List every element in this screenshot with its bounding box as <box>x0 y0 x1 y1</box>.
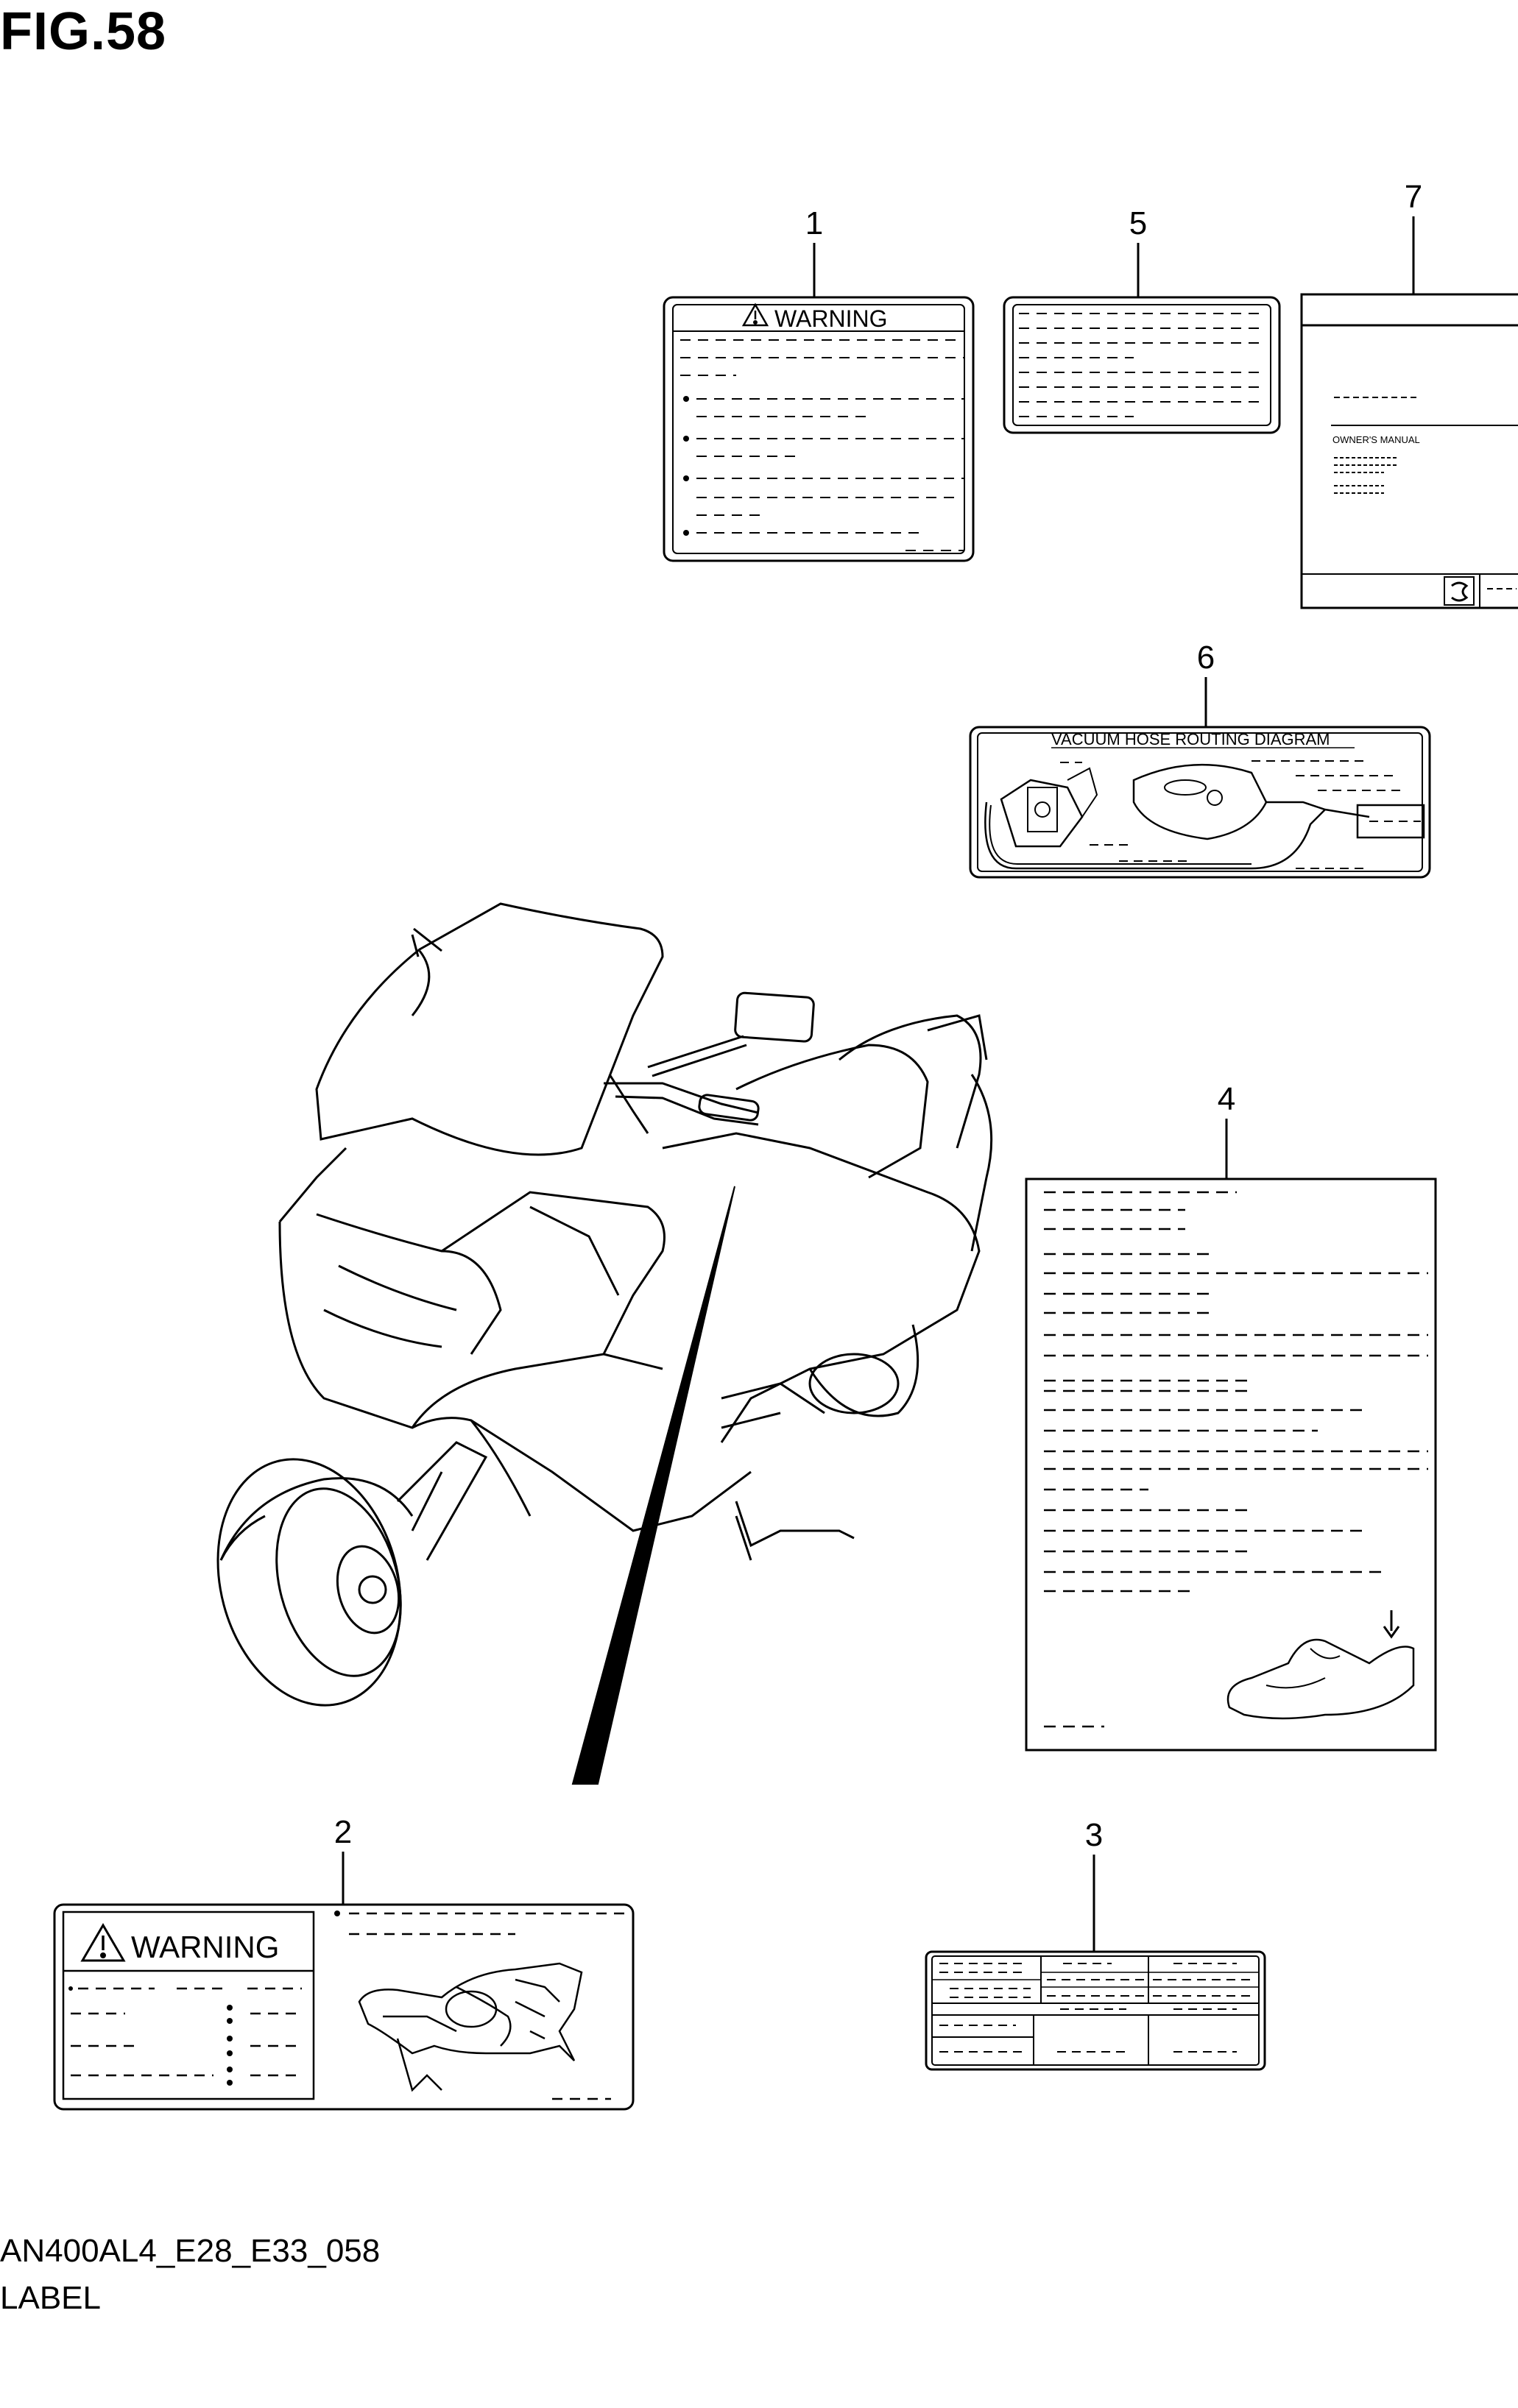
callout-1: 1 <box>805 205 823 297</box>
diagram-heading: VACUUM HOSE ROUTING DIAGRAM <box>1051 730 1330 748</box>
callout-number: 2 <box>334 1814 352 1850</box>
callout-number: 6 <box>1197 640 1215 676</box>
warning-triangle-icon <box>80 1923 126 1962</box>
callout-6: 6 <box>1197 640 1215 727</box>
callout-number: 3 <box>1085 1817 1103 1853</box>
callout-2: 2 <box>334 1814 352 1905</box>
label-3-table <box>925 1950 1266 2071</box>
warning-label-2: WARNING <box>53 1903 635 2111</box>
vacuum-hose-label: VACUUM HOSE ROUTING DIAGRAM <box>969 726 1431 879</box>
figure-title: FIG.58 <box>0 2 167 61</box>
down-arrow-icon <box>1383 1610 1400 1639</box>
callout-4: 4 <box>1218 1081 1235 1179</box>
callout-number: 4 <box>1218 1081 1235 1117</box>
callout-number: 5 <box>1129 205 1147 241</box>
scooter-illustration <box>216 902 993 1707</box>
label-4 <box>1025 1178 1437 1752</box>
warning-heading: WARNING <box>774 305 887 332</box>
callout-3: 3 <box>1085 1817 1103 1952</box>
callout-number: 1 <box>805 205 823 241</box>
warning-triangle-icon <box>741 302 769 327</box>
owners-manual: OWNER'S MANUAL <box>1300 293 1518 609</box>
callout-7: 7 <box>1405 179 1422 294</box>
diagram-caption: LABEL <box>0 2280 101 2316</box>
callout-number: 7 <box>1405 179 1422 215</box>
pointer-wedge <box>571 1186 735 1785</box>
callout-5: 5 <box>1129 205 1147 297</box>
owners-manual-title: OWNER'S MANUAL <box>1332 434 1420 445</box>
diagram-code: AN400AL4_E28_E33_058 <box>0 2233 381 2269</box>
warning-heading: WARNING <box>131 1930 279 1964</box>
label-5 <box>1003 296 1281 434</box>
warning-label-1: WARNING <box>663 296 975 562</box>
brand-logo-icon <box>1444 576 1475 606</box>
